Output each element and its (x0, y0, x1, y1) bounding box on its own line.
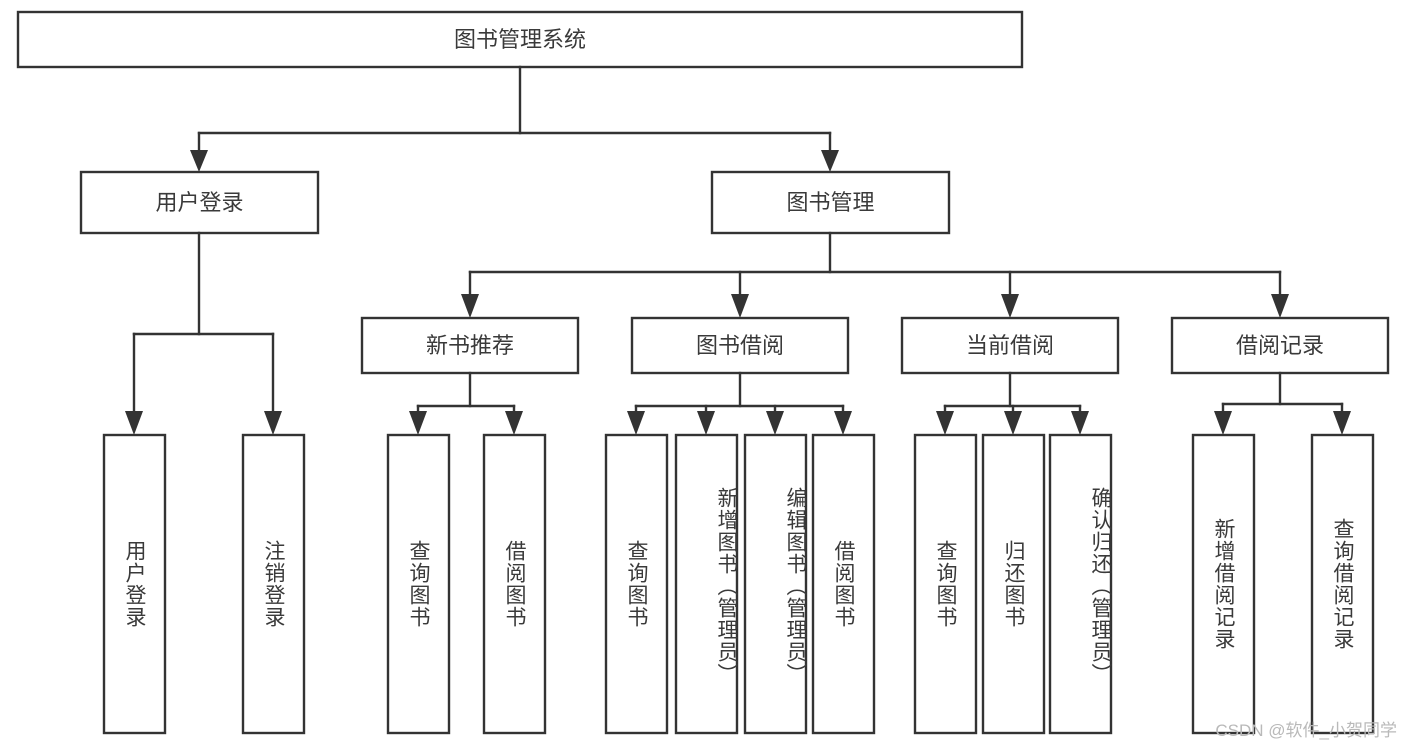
arrowhead-icon (834, 411, 852, 435)
node-box-new-book-recommend[interactable] (360, 316, 580, 375)
node-box-leaf-borrow-book-2[interactable] (811, 433, 876, 735)
arrowhead-icon (627, 411, 645, 435)
connector-book-manage-to-level3 (461, 231, 1289, 318)
arrowhead-icon (1214, 411, 1232, 435)
arrowhead-icon (1001, 294, 1019, 318)
arrowhead-icon (1271, 294, 1289, 318)
arrowhead-icon (505, 411, 523, 435)
arrowhead-icon (1333, 411, 1351, 435)
connector-borrow-record-to-leaves (1214, 371, 1351, 435)
connector-root-to-level2 (190, 65, 839, 172)
arrowhead-icon (731, 294, 749, 318)
node-box-book-manage[interactable] (710, 170, 951, 235)
connector-current-borrow-to-leaves (936, 371, 1089, 435)
node-box-user-login[interactable] (79, 170, 320, 235)
arrowhead-icon (936, 411, 954, 435)
arrowhead-icon (461, 294, 479, 318)
connector-new-book-recommend-to-leaves (409, 371, 523, 435)
node-box-leaf-edit-book[interactable] (743, 433, 808, 735)
node-box-leaf-logout[interactable] (241, 433, 306, 735)
connector-user-login-to-leaves (125, 231, 282, 435)
node-box-leaf-confirm-return[interactable] (1048, 433, 1113, 735)
arrowhead-icon (190, 150, 208, 172)
arrowhead-icon (264, 411, 282, 435)
node-box-leaf-user-login[interactable] (102, 433, 167, 735)
node-box-leaf-return-book[interactable] (981, 433, 1046, 735)
arrowhead-icon (409, 411, 427, 435)
arrowhead-icon (1004, 411, 1022, 435)
node-box-leaf-query-book-1[interactable] (386, 433, 451, 735)
arrowhead-icon (697, 411, 715, 435)
node-box-leaf-query-book-3[interactable] (913, 433, 978, 735)
node-box-leaf-query-book-2[interactable] (604, 433, 669, 735)
arrowhead-icon (766, 411, 784, 435)
node-box-leaf-query-record[interactable] (1310, 433, 1375, 735)
node-box-borrow-record[interactable] (1170, 316, 1390, 375)
arrowhead-icon (125, 411, 143, 435)
node-box-leaf-borrow-book-1[interactable] (482, 433, 547, 735)
arrowhead-icon (821, 150, 839, 172)
node-box-leaf-add-record[interactable] (1191, 433, 1256, 735)
node-box-root[interactable] (16, 10, 1024, 69)
node-box-current-borrow[interactable] (900, 316, 1120, 375)
node-box-leaf-add-book[interactable] (674, 433, 739, 735)
connector-book-borrow-to-leaves (627, 371, 852, 435)
node-box-book-borrow[interactable] (630, 316, 850, 375)
arrowhead-icon (1071, 411, 1089, 435)
